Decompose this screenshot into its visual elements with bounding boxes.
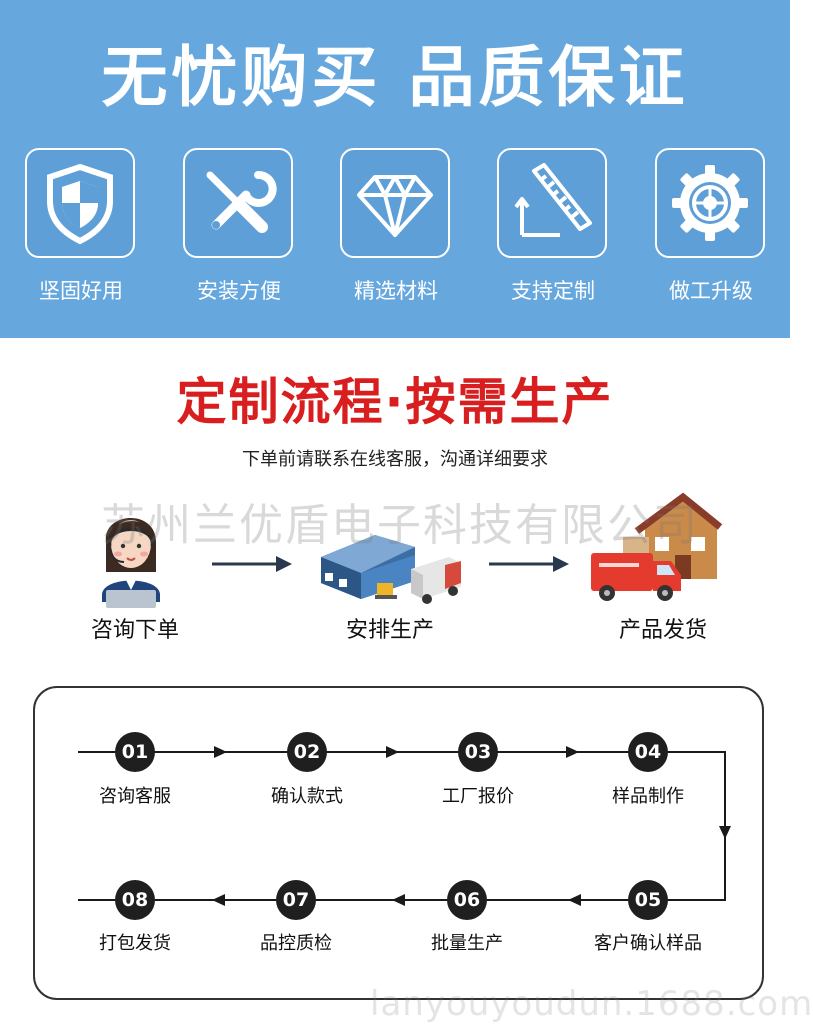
step-number: 05 [628,880,668,920]
arrow-right-icon [489,556,569,572]
feature-tile [655,148,765,258]
feature-tile [340,148,450,258]
arrow-left-icon [568,894,581,906]
banner-title: 无忧购买 品质保证 [101,39,689,116]
arrow-down-icon [719,826,731,839]
feature-custom: 支持定制 [497,148,609,303]
feature-materials: 精选材料 [340,148,452,303]
feature-tile [497,148,607,258]
feature-label: 精选材料 [354,279,438,303]
step-number: 03 [458,732,498,772]
gear-icon [672,165,748,241]
step-number: 01 [115,732,155,772]
factory-icon [321,535,461,604]
arrow-right-icon [566,746,579,758]
step-label: 批量生产 [431,933,503,954]
step-number: 04 [628,732,668,772]
feature-label: 坚固好用 [39,279,123,303]
feature-sturdy: 坚固好用 [25,148,137,303]
step-number: 07 [276,880,316,920]
customer-service-icon [102,517,160,608]
feature-label: 支持定制 [511,279,595,303]
feature-tile [25,148,135,258]
step-number: 08 [115,880,155,920]
arrow-left-icon [212,894,225,906]
feature-label: 安装方便 [197,279,281,303]
process-title: 定制流程·按需生产 [176,373,614,431]
step-label: 咨询客服 [99,786,171,807]
watermark-company: 苏州兰优盾电子科技有限公司 [101,500,699,551]
arrow-right-icon [386,746,399,758]
shield-icon [47,163,113,245]
watermark-url: lanyouyoudun.1688.com [370,984,813,1024]
step-label: 打包发货 [99,933,171,954]
diamond-icon [357,175,433,237]
arrow-right-icon [214,746,227,758]
arrow-right-icon [212,556,292,572]
stage-label-consult: 咨询下单 [90,618,179,643]
ruler-icon [514,163,592,237]
stage-label-delivery: 产品发货 [618,618,707,643]
flow-line-top [78,751,726,753]
stage-label-production: 安排生产 [345,618,434,643]
feature-easy-install: 安装方便 [183,148,295,303]
step-label: 工厂报价 [442,786,514,807]
wrench-screwdriver-icon [206,171,277,233]
process-subtitle: 下单前请联系在线客服，沟通详细要求 [242,449,548,470]
delivery-truck-icon [591,492,723,601]
arrow-left-icon [392,894,405,906]
step-label: 品控质检 [260,933,332,954]
step-number: 06 [447,880,487,920]
feature-tile [183,148,293,258]
feature-label: 做工升级 [669,279,753,303]
step-number: 02 [287,732,327,772]
step-label: 客户确认样品 [594,933,702,954]
guarantee-banner: 无忧购买 品质保证 坚固好用 [0,0,790,338]
feature-craftsmanship: 做工升级 [655,148,767,303]
step-label: 样品制作 [612,786,684,807]
step-label: 确认款式 [271,786,343,807]
